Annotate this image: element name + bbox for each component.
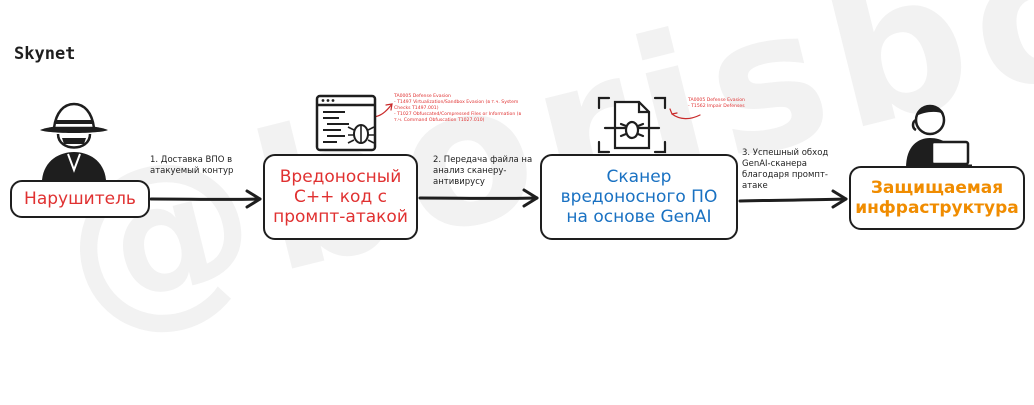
edge-label-3: 3. Успешный обход GenAI-сканера благодар…: [742, 148, 829, 192]
edge-label-1: 1. Доставка ВПО в атакуемый контур: [150, 155, 234, 177]
node-scanner: Сканер вредоносного ПО на основе GenAI: [540, 154, 738, 240]
arrow-3: [738, 197, 848, 203]
node-malware-label: Вредоносный C++ код с промпт-атакой: [273, 166, 408, 228]
node-infrastructure: Защищаемая инфраструктура: [849, 166, 1025, 230]
node-scanner-label: Сканер вредоносного ПО на основе GenAI: [560, 166, 718, 228]
node-malware: Вредоносный C++ код с промпт-атакой: [263, 154, 418, 240]
node-intruder-label: Нарушитель: [24, 188, 136, 209]
scanner-attack-note: TA0005 Defense Evasion - T1562 Impair De…: [688, 98, 745, 109]
node-intruder: Нарушитель: [10, 180, 150, 218]
arrow-1-head: [245, 189, 262, 209]
node-infrastructure-label: Защищаемая инфраструктура: [855, 177, 1019, 218]
file-scan-bug-icon: [597, 96, 667, 154]
code-bug-icon: [315, 94, 377, 152]
diagram-title: Skynet: [14, 44, 76, 64]
hacker-icon: [40, 102, 108, 180]
edge-label-2: 2. Передача файла на анализ сканеру- ант…: [433, 155, 533, 188]
note-pointer-1-head: [385, 103, 393, 111]
user-laptop-icon: [906, 104, 972, 168]
note-pointer-2-head: [669, 108, 678, 115]
malware-attack-note: TA0005 Defense Evasion - T1497 Virtualiz…: [394, 94, 522, 123]
note-pointer-2: [671, 113, 701, 120]
arrow-3-head: [831, 189, 848, 209]
arrow-2-head: [522, 188, 539, 208]
